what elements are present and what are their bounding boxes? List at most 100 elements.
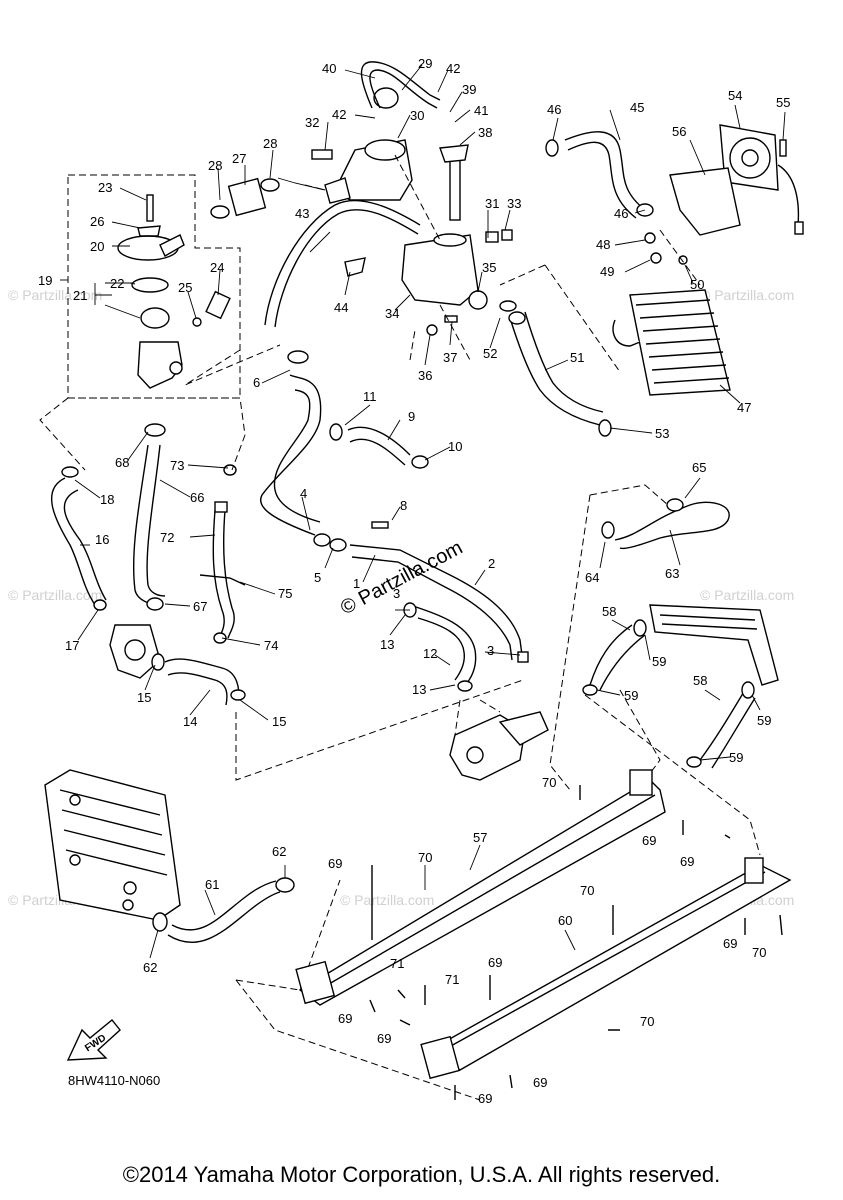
dashed-leaders — [39, 154, 761, 1101]
callout-19: 19 — [38, 273, 52, 288]
callout-36: 36 — [418, 368, 432, 383]
callout-27: 27 — [232, 151, 246, 166]
callout-13b: 13 — [412, 682, 426, 697]
callout-66: 66 — [190, 490, 204, 505]
callout-15a: 15 — [137, 690, 151, 705]
callout-31: 31 — [485, 196, 499, 211]
callout-69e: 69 — [488, 955, 502, 970]
watermark-center: © Partzilla.com — [340, 892, 434, 908]
callout-49: 49 — [600, 264, 614, 279]
hose-9 — [329, 423, 429, 469]
radiator-upper-right — [582, 604, 779, 769]
callout-54: 54 — [728, 88, 742, 103]
callout-69a: 69 — [328, 856, 342, 871]
front-radiator-frame — [44, 769, 181, 921]
callout-25: 25 — [178, 280, 192, 295]
callout-39: 39 — [462, 82, 476, 97]
callout-68: 68 — [115, 455, 129, 470]
callout-44: 44 — [334, 300, 348, 315]
fastener-marks — [369, 785, 783, 1100]
callout-46a: 46 — [547, 102, 561, 117]
callout-40: 40 — [322, 61, 336, 76]
reservoir-tank-upper — [311, 61, 441, 204]
callout-29: 29 — [418, 56, 432, 71]
watermark-left-1: © Partzilla.com — [8, 287, 102, 303]
callout-13a: 13 — [380, 637, 394, 652]
callout-63: 63 — [665, 566, 679, 581]
pipe-1-2 — [329, 521, 529, 663]
callout-9: 9 — [408, 409, 415, 424]
callout-74: 74 — [264, 638, 278, 653]
hose-4 — [259, 350, 331, 547]
callout-46b: 46 — [614, 206, 628, 221]
callout-5: 5 — [314, 570, 321, 585]
callout-42b: 42 — [332, 107, 346, 122]
callout-4: 4 — [300, 486, 307, 501]
diagram-code: 8HW4110-N060 — [68, 1073, 160, 1088]
callout-12: 12 — [423, 646, 437, 661]
thermostat-group — [67, 174, 241, 399]
hose-27 — [210, 177, 326, 219]
callout-57: 57 — [473, 830, 487, 845]
callout-61: 61 — [205, 877, 219, 892]
clip-44 — [344, 257, 366, 277]
callout-30: 30 — [410, 108, 424, 123]
fan-assembly — [669, 124, 804, 236]
callout-69f: 69 — [338, 1011, 352, 1026]
callout-71a: 71 — [390, 956, 404, 971]
callout-32: 32 — [305, 115, 319, 130]
watermark-right-2: © Partzilla.com — [700, 587, 794, 603]
callout-34: 34 — [385, 306, 399, 321]
callout-70c: 70 — [580, 883, 594, 898]
callout-38: 38 — [478, 125, 492, 140]
callout-52: 52 — [483, 346, 497, 361]
hose-66 — [132, 423, 166, 611]
callout-28a: 28 — [208, 158, 222, 173]
engine-water-pump — [449, 699, 549, 781]
callout-11: 11 — [363, 389, 377, 404]
callout-20: 20 — [90, 239, 104, 254]
callout-51: 51 — [570, 350, 584, 365]
hose-12 — [403, 602, 477, 692]
callout-48: 48 — [596, 237, 610, 252]
callout-22: 22 — [110, 276, 124, 291]
callout-67: 67 — [193, 599, 207, 614]
callout-59b: 59 — [624, 688, 638, 703]
callout-28b: 28 — [263, 136, 277, 151]
callout-2: 2 — [488, 556, 495, 571]
hose-63 — [601, 498, 730, 550]
callout-69b: 69 — [642, 833, 656, 848]
fwd-arrow-icon: FWD — [66, 1019, 121, 1061]
watermark-left-2: © Partzilla.com — [8, 587, 102, 603]
callout-59d: 59 — [729, 750, 743, 765]
callout-58b: 58 — [693, 673, 707, 688]
pipe-60 — [420, 857, 792, 1080]
water-pump-left — [109, 624, 246, 706]
callout-69i: 69 — [478, 1091, 492, 1106]
cooling-system-diagram: © Partzilla.com © Partzilla.com © Partzi… — [8, 56, 804, 1106]
callout-1: 1 — [353, 576, 360, 591]
callout-59a: 59 — [652, 654, 666, 669]
hose-43 — [264, 199, 421, 326]
callout-8: 8 — [400, 498, 407, 513]
callout-64: 64 — [585, 570, 599, 585]
callout-17: 17 — [65, 638, 79, 653]
callout-56: 56 — [672, 124, 686, 139]
callout-55: 55 — [776, 95, 790, 110]
callout-37: 37 — [443, 350, 457, 365]
hose-16 — [50, 466, 107, 611]
callout-43: 43 — [295, 206, 309, 221]
callout-23: 23 — [98, 180, 112, 195]
hose-51 — [499, 300, 612, 437]
callout-70a: 70 — [418, 850, 432, 865]
callout-69c: 69 — [680, 854, 694, 869]
callout-14: 14 — [183, 714, 197, 729]
callout-70b: 70 — [542, 775, 556, 790]
hose-72 — [199, 464, 246, 644]
callout-33: 33 — [507, 196, 521, 211]
watermark-right-1: © Partzilla.com — [700, 287, 794, 303]
pipe-57 — [295, 769, 666, 1006]
callout-41: 41 — [474, 103, 488, 118]
callout-45: 45 — [630, 100, 644, 115]
callout-3a: 3 — [393, 586, 400, 601]
